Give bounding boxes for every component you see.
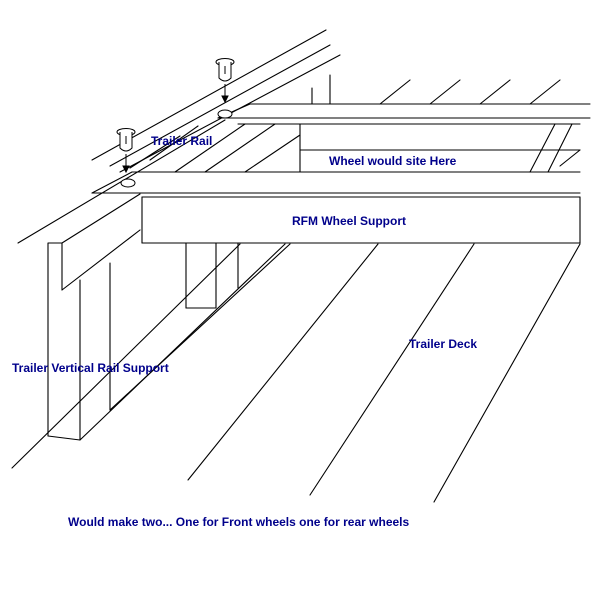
arrow-down-icon (122, 154, 130, 174)
hole-icon (120, 178, 136, 188)
vertical-rail-support-label: Trailer Vertical Rail Support (12, 361, 169, 375)
trailer-rail-front (91, 171, 581, 194)
hole-icon (217, 109, 233, 119)
vertical-rail-supports (47, 229, 239, 441)
rfm-wheel-support-label: RFM Wheel Support (292, 214, 406, 228)
trailer-deck-boards (11, 243, 581, 503)
rfm-wheel-support (141, 196, 581, 244)
note-text: Would make two... One for Front wheels o… (68, 515, 410, 529)
pin-icon (215, 58, 235, 82)
pin-icon (116, 128, 136, 152)
trailer-rail-frame (129, 74, 581, 173)
trailer-deck-label: Trailer Deck (409, 337, 478, 351)
trailer-rail-label: Trailer Rail (151, 134, 213, 148)
arrow-down-icon (221, 84, 229, 104)
wheel-site-label: Wheel would site Here (329, 154, 457, 168)
